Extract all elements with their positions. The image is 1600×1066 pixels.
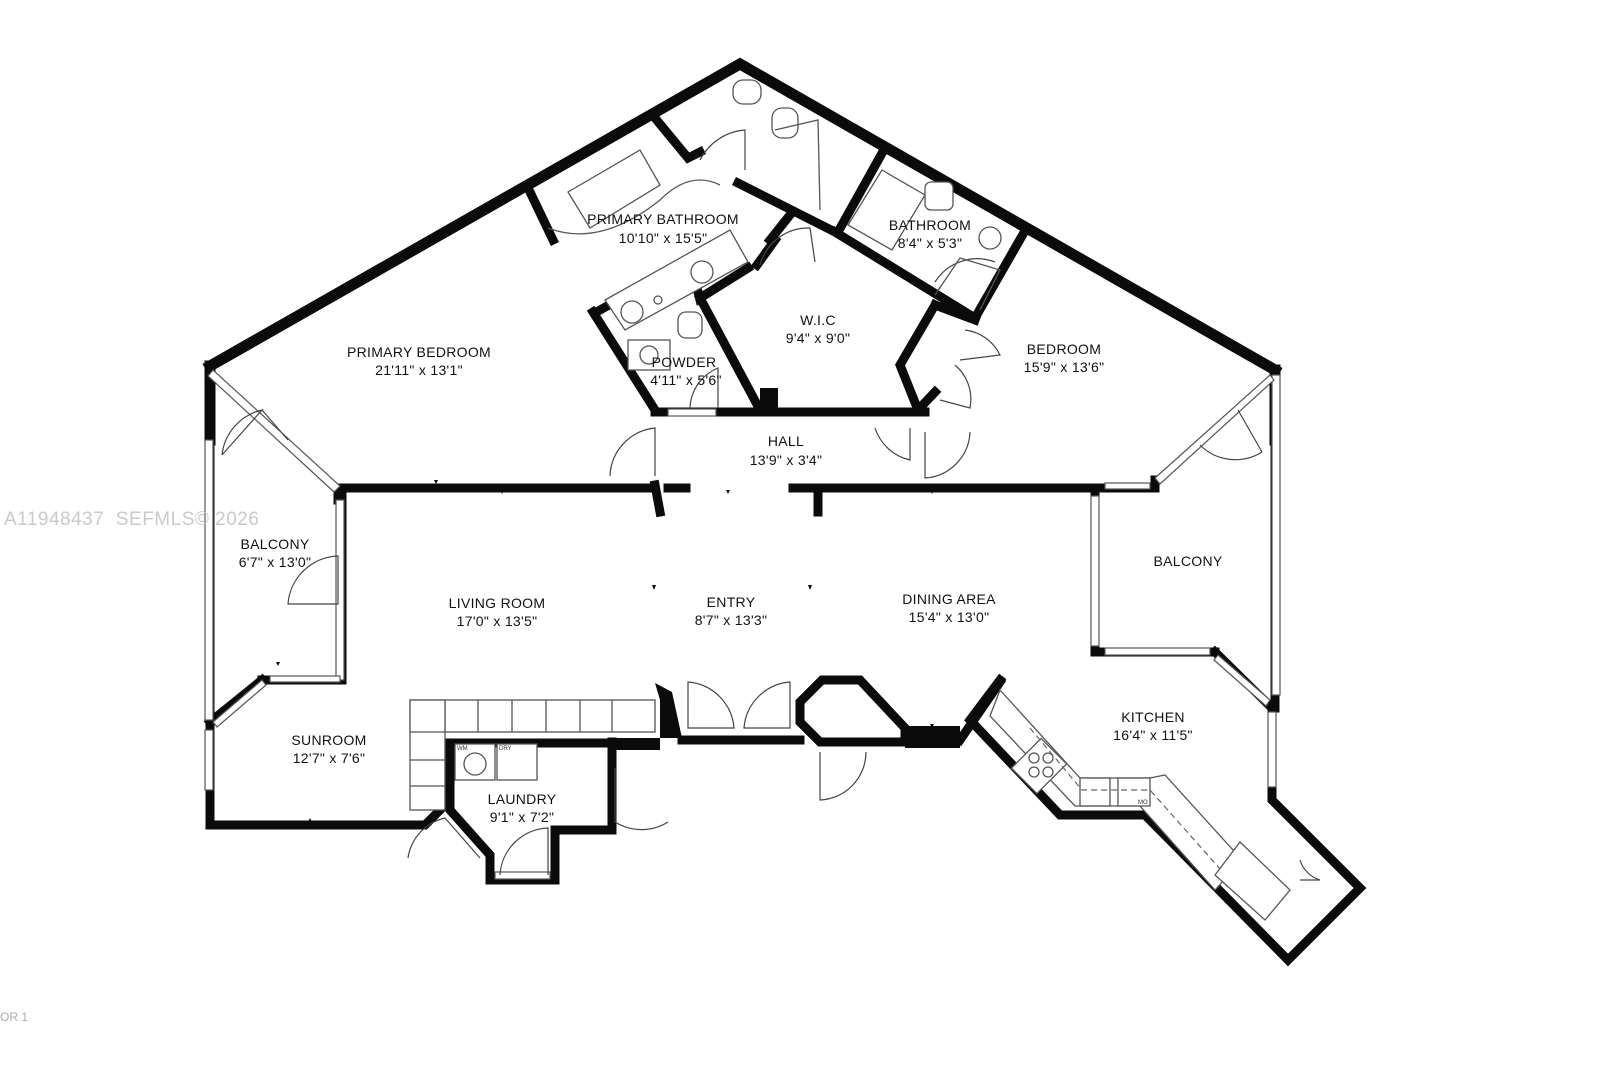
room-dims-bathroom: 8'4" x 5'3" [898,235,963,251]
room-name-primary-bedroom: PRIMARY BEDROOM [347,344,491,360]
room-name-dining-area: DINING AREA [902,591,996,607]
room-name-primary-bathroom: PRIMARY BATHROOM [587,211,739,227]
dimension-markers [276,480,934,822]
floor-label: OR 1 [0,1010,29,1024]
room-name-sunroom: SUNROOM [291,732,366,748]
room-dims-bedroom: 15'9" x 13'6" [1024,359,1105,375]
microwave-label: MO [1138,800,1148,806]
mls-watermark: A11948437 SEFMLS© 2026 [4,509,260,530]
room-dims-laundry: 9'1" x 7'2" [490,809,555,825]
room-name-hall: HALL [768,433,804,449]
doors [221,129,1263,876]
windows [204,369,1281,880]
room-dims-kitchen: 16'4" x 11'5" [1113,727,1193,743]
room-name-balcony-left: BALCONY [240,536,309,552]
room-dims-sunroom: 12'7" x 7'6" [293,750,366,766]
fixtures [409,79,1321,921]
room-name-bedroom: BEDROOM [1027,341,1101,357]
spine-walls [333,475,1160,518]
room-dims-balcony-left: 6'7" x 13'0" [239,554,312,570]
right-walls [964,365,1367,967]
room-name-bathroom: BATHROOM [889,217,971,233]
room-labels: PRIMARY BATHROOM 10'10" x 15'5" BATHROOM… [239,211,1223,825]
room-dims-primary-bathroom: 10'10" x 15'5" [619,230,708,246]
room-dims-primary-bedroom: 21'11" x 13'1" [375,362,463,378]
room-name-powder: POWDER [652,354,717,370]
room-name-laundry: LAUNDRY [488,791,557,807]
room-dims-hall: 13'9" x 3'4" [750,452,823,468]
room-name-wic: W.I.C [800,312,836,328]
interior-walls [523,111,1029,417]
room-dims-powder: 4'11" x 5'6" [650,372,722,388]
room-dims-dining-area: 15'4" x 13'0" [909,609,990,625]
dryer-label: DRY [499,746,512,752]
room-dims-living-room: 17'0" x 13'5" [457,613,538,629]
front-walls [445,675,1007,885]
room-dims-entry: 8'7" x 13'3" [695,612,768,628]
room-name-entry: ENTRY [707,594,756,610]
room-name-living-room: LIVING ROOM [449,595,546,611]
room-name-kitchen: KITCHEN [1121,709,1185,725]
room-dims-wic: 9'4" x 9'0" [786,330,851,346]
washer-label: WM [457,746,468,752]
room-name-balcony-right: BALCONY [1153,553,1222,569]
